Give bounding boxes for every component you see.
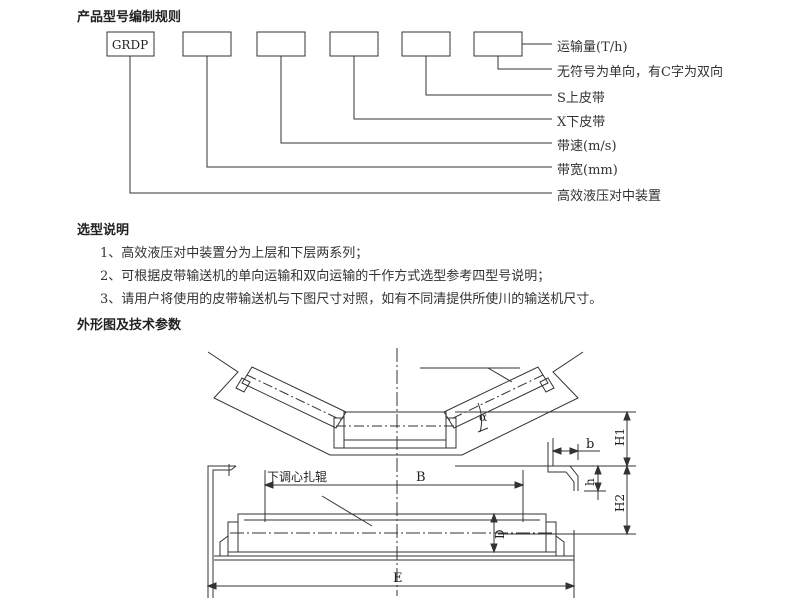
- right-belt-bracket: [552, 438, 579, 491]
- selection-note-3: 3、请用户将使用的皮带输送机与下图尺寸对照，如有不同清提供所使川的输送机尺寸。: [100, 292, 603, 307]
- model-code-diagram: GRDP: [106, 31, 552, 194]
- dim-E-label: E: [393, 571, 403, 586]
- dim-H2-label: H2: [613, 494, 627, 512]
- angle-alpha-label: α: [479, 410, 487, 424]
- upper-frame-left: [207, 351, 342, 456]
- dim-B-label: B: [416, 470, 426, 485]
- dim-H1-label: H1: [613, 428, 627, 446]
- upper-frame-right: [448, 351, 584, 456]
- code-label-lower: X下皮带: [557, 115, 606, 130]
- leader-width: [206, 56, 552, 168]
- code-label-upper: S上皮带: [557, 91, 605, 106]
- code-prefix-text: GRDP: [112, 38, 148, 52]
- code-label-capacity: 运输量(T/h): [557, 40, 628, 55]
- selection-note-1: 1、高效液压对中装置分为上层和下层两系列；: [100, 246, 369, 261]
- dim-h-label: h: [583, 478, 597, 486]
- code-label-speed: 带速(m/s): [557, 139, 617, 154]
- left-wing-roller: [241, 366, 347, 429]
- code-label-width: 带宽(mm): [557, 163, 618, 178]
- dim-D-label: D: [493, 529, 507, 539]
- leader-device: [129, 56, 552, 194]
- lower-roller-label: 下调心扎辊: [267, 470, 327, 484]
- selection-note-2: 2、可根据皮带输送机的单向运输和双向运输的千作方式选型参考四型号说明；: [100, 269, 551, 284]
- leader-direction: [497, 56, 552, 70]
- dim-b-label: b: [586, 437, 594, 452]
- right-wing-roller: [443, 366, 549, 429]
- leader-upper: [425, 56, 552, 96]
- section-title-outline: 外形图及技术参数: [77, 318, 182, 333]
- leader-speed: [280, 56, 552, 144]
- code-label-direction: 无符号为单向，有C字为双向: [557, 65, 723, 80]
- code-label-device: 高效液压对中装置: [557, 189, 662, 204]
- section-title-model-rule: 产品型号编制规则: [77, 10, 182, 25]
- section-title-selection: 选型说明: [77, 223, 130, 238]
- left-belt-bracket: [207, 465, 236, 598]
- leader-lower: [353, 56, 552, 120]
